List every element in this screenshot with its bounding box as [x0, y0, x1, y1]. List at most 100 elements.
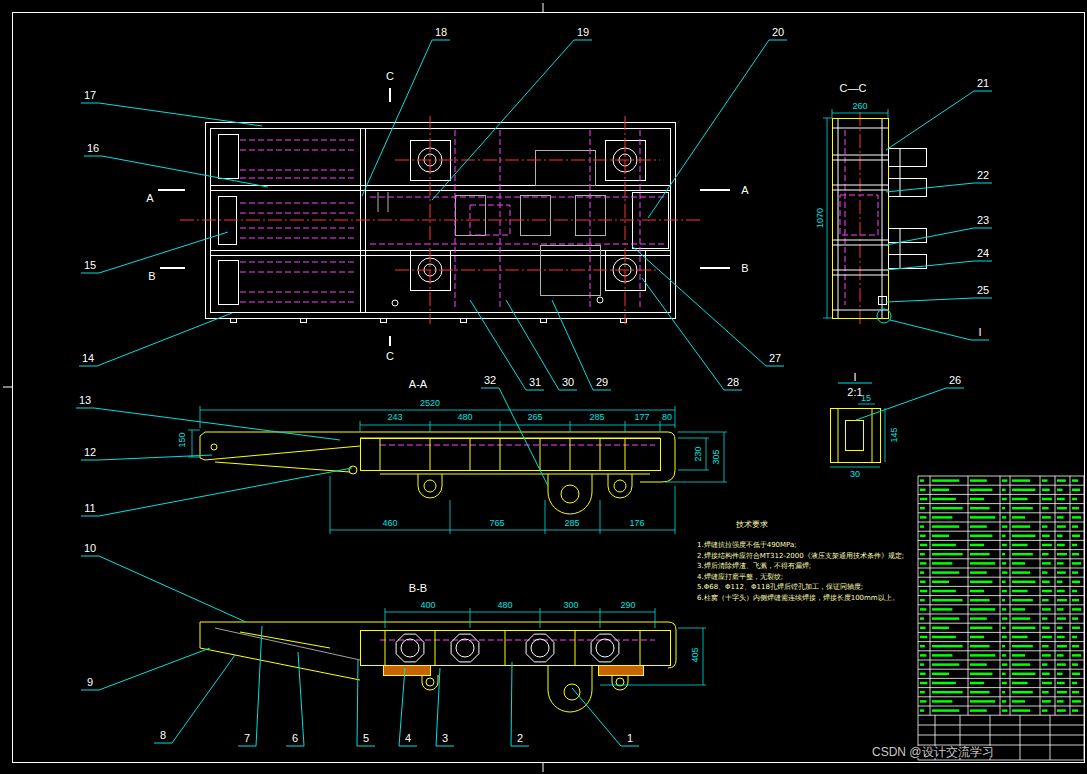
callout-number: 11 — [84, 503, 95, 514]
table-entry-mark — [1002, 682, 1007, 685]
dimension-lines — [200, 406, 201, 428]
center-lines — [180, 220, 700, 221]
dimension-lines — [665, 482, 727, 483]
table-rule — [918, 614, 1084, 615]
table-entry-mark — [1072, 516, 1081, 519]
table-entry-mark — [1012, 479, 1030, 482]
leader-line — [81, 455, 212, 460]
section-c-c-inner — [889, 149, 927, 167]
table-entry-mark — [932, 627, 949, 630]
table-rule — [918, 558, 1084, 559]
dimension-lines — [832, 113, 888, 114]
callout-number: 13 — [79, 395, 91, 406]
table-entry-mark — [1072, 489, 1080, 492]
table-entry-mark — [932, 709, 959, 712]
leader-line — [81, 103, 262, 126]
section-marks — [389, 88, 391, 102]
center-lines — [430, 116, 431, 324]
hidden-lines — [240, 170, 355, 171]
dimension-lines — [675, 486, 676, 534]
table-entry-mark — [920, 544, 927, 547]
table-entry-mark — [1057, 663, 1066, 666]
section-b-b — [564, 684, 580, 700]
table-entry-mark — [1072, 507, 1079, 510]
dimension-text: 176 — [629, 519, 644, 528]
bore-octagon — [591, 634, 619, 662]
section-marks — [700, 189, 730, 191]
table-entry-mark — [1057, 682, 1065, 685]
section-b-b-grey — [215, 628, 360, 660]
table-entry-mark — [1042, 608, 1051, 611]
table-entry-mark — [1012, 590, 1028, 593]
section-b-b — [200, 622, 668, 623]
table-entry-mark — [932, 617, 959, 620]
table-rule — [918, 650, 1084, 651]
view-label: A — [741, 185, 748, 196]
table-rule — [918, 494, 1084, 495]
table-entry-mark — [1002, 507, 1005, 510]
table-entry-mark — [1002, 709, 1007, 712]
leader-line — [81, 648, 210, 690]
section-a-a — [361, 439, 661, 471]
leader-line — [76, 408, 340, 440]
table-entry-mark — [1002, 645, 1005, 648]
note-heading: 技术要求 — [736, 521, 768, 529]
table-entry-mark — [1012, 663, 1030, 666]
table-entry-mark — [920, 654, 926, 657]
section-c-c-inner — [832, 160, 888, 161]
callout-number: 23 — [977, 215, 989, 226]
dimension-lines — [827, 118, 828, 318]
table-entry-mark — [932, 553, 963, 556]
dimension-lines — [470, 608, 471, 628]
leader-line — [886, 183, 992, 192]
table-entry-mark — [1072, 479, 1078, 482]
section-a-a — [380, 438, 381, 470]
table-entry-mark — [932, 673, 949, 676]
dimension-lines — [545, 500, 546, 534]
view-label: B-B — [409, 583, 427, 594]
dimension-text: 265 — [527, 413, 542, 422]
hidden-lines — [380, 445, 655, 446]
callout-number: 1 — [627, 733, 633, 744]
leader-line — [470, 300, 544, 390]
table-entry-mark — [1002, 617, 1007, 620]
dimension-lines — [385, 612, 655, 613]
dimension-lines — [678, 470, 709, 471]
table-entry-mark — [1042, 663, 1048, 666]
leader-line — [886, 91, 992, 150]
hidden-lines — [370, 197, 665, 198]
section-marks — [160, 267, 185, 269]
dimension-lines — [706, 438, 707, 470]
dimension-lines — [540, 608, 541, 628]
table-entry-mark — [1002, 627, 1006, 630]
table-entry-mark — [1072, 544, 1077, 547]
section-c-c-inner — [832, 185, 888, 186]
note-text: 5.Φ68、Φ112、Φ118孔焊后镗孔加工，保证同轴度; — [697, 582, 915, 593]
table-entry-mark — [1072, 673, 1080, 676]
dimension-text: 305 — [712, 449, 721, 464]
callout-number: 20 — [772, 27, 784, 38]
leader-line — [81, 556, 246, 622]
plan-view — [381, 319, 387, 323]
drawing-frame — [3, 3, 1085, 772]
table-entry-mark — [970, 479, 987, 482]
table-entry-mark — [1072, 627, 1080, 630]
dimension-lines — [678, 432, 727, 433]
bore-octagon — [451, 634, 479, 662]
table-rule — [1084, 715, 1085, 760]
table-entry-mark — [1002, 553, 1005, 556]
hidden-lines — [240, 262, 355, 263]
callout-number: 7 — [244, 733, 250, 744]
table-entry-mark — [1002, 571, 1007, 574]
dimension-lines — [885, 408, 886, 462]
table-rule — [918, 531, 1084, 532]
table-entry-mark — [1057, 709, 1066, 712]
table-rule — [918, 760, 1084, 761]
table-entry-mark — [1012, 627, 1035, 630]
dimension-lines — [724, 432, 725, 482]
section-b-b-grey — [215, 628, 360, 660]
bore-circle — [401, 639, 419, 657]
dimension-text: 480 — [457, 413, 472, 422]
table-entry-mark — [1057, 645, 1067, 648]
